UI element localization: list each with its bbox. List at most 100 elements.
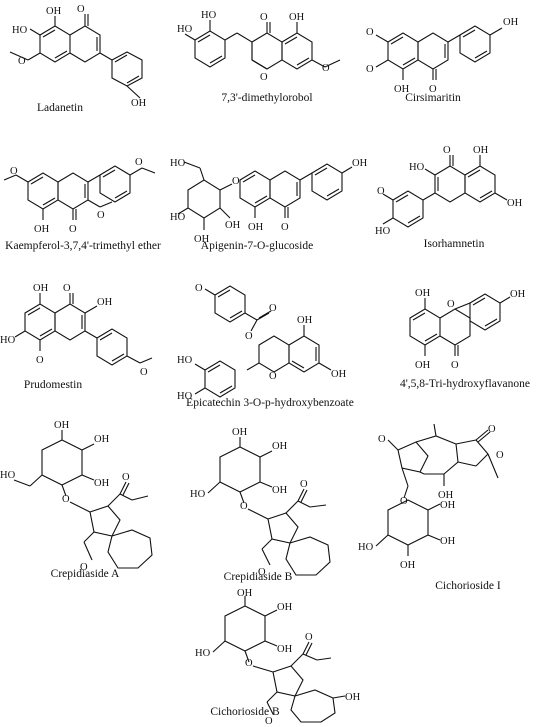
structure-isorhamnetin: O OH HO OH O HO Isorhamnetin (375, 140, 550, 270)
atom-o: O (377, 186, 385, 197)
structure-cichorioside-b: OH OH OH HO O O OH O Cichorioside B (195, 588, 375, 727)
atom-ho: HO (0, 470, 16, 481)
atom-o: O (10, 166, 18, 177)
atom-oh: OH (352, 158, 368, 169)
atom-oh: OH (34, 224, 50, 235)
compound-name: Prudomestin (23, 379, 83, 391)
atom-o: O (63, 283, 71, 294)
prudomestin-drawing: OH O OH HO O O (0, 283, 153, 378)
compound-name: 7,3'-dimethylorobol (221, 92, 313, 104)
trihydroxyflavanone-drawing: OH O OH OH O (409, 288, 526, 371)
atom-o: O (260, 72, 268, 83)
atom-o: O (281, 222, 289, 233)
structure-crepidiaside-a: OH OH OH HO O O O Crepidiaside A (0, 420, 180, 590)
atom-o: O (69, 224, 77, 235)
atom-oh: OH (510, 289, 526, 300)
compound-name: Crepidiaside B (223, 571, 293, 583)
atom-oh: OH (94, 478, 110, 489)
atom-o: O (269, 371, 277, 382)
structure-cichorioside-i: O O O OH O OH OH OH HO Cichorioside I (358, 420, 550, 600)
structure-crepidiaside-b: OH OH OH HO O O O Crepidiaside B (190, 425, 360, 595)
compound-name: Crepidiaside A (50, 568, 120, 580)
atom-oh: OH (232, 427, 248, 438)
compound-name: Kaempferol-3,7,4'-trimethyl ether (5, 240, 161, 252)
atom-oh: OH (33, 283, 49, 294)
crepidiaside-b-drawing: OH OH OH HO O O O (190, 427, 331, 578)
crepidiaside-a-drawing: OH OH OH HO O O O (0, 420, 153, 573)
compound-name: Cichorioside I (435, 580, 501, 592)
atom-oh: OH (194, 234, 210, 245)
compound-name: Epicatechin 3-O-p-hydroxybenzoate (186, 397, 354, 409)
atom-o: O (488, 424, 496, 435)
atom-oh: OH (94, 434, 110, 445)
atom-o: O (366, 64, 374, 75)
atom-o: O (240, 501, 248, 512)
atom-o: O (265, 716, 273, 727)
isorhamnetin-drawing: O OH HO OH O HO (375, 145, 523, 237)
atom-oh: OH (46, 6, 62, 17)
atom-oh: OH (237, 588, 253, 599)
atom-o: O (429, 84, 437, 95)
atom-o: O (260, 12, 268, 23)
structure-ladanetin: O OH HO O OH Ladanetin (0, 0, 180, 120)
atom-ho: HO (177, 391, 193, 402)
compound-name: Cirsimaritin (405, 92, 461, 104)
atom-oh: OH (248, 222, 264, 233)
atom-o: O (451, 360, 459, 371)
compound-name: 4',5,8-Tri-hydroxyflavanone (399, 378, 531, 390)
compound-name: Cichorioside B (210, 706, 280, 718)
structure-dimethylorobol: O OH HO HO O O 7,3'-dimethylorobol (175, 0, 360, 120)
structure-apigenin-glucoside: HO HO OH OH O OH O OH Apigenin-7-O-gluco… (170, 140, 370, 270)
atom-o: O (443, 145, 451, 156)
epicatechin-ester-drawing: O O O OH OH O HO HO (177, 283, 347, 402)
atom-o: O (245, 331, 253, 342)
structure-epicatechin-ester: O O O OH OH O HO HO Epicatechin 3-O-p-hy… (175, 275, 375, 415)
atom-o: O (496, 450, 504, 461)
atom-oh: OH (415, 288, 431, 299)
atom-oh: OH (503, 17, 519, 28)
cirsimaritin-drawing: OH O O OH O (366, 17, 519, 95)
atom-ho: HO (0, 335, 16, 346)
atom-o: O (378, 434, 386, 445)
atom-o: O (195, 283, 203, 294)
atom-ho: HO (201, 10, 217, 21)
atom-oh: OH (297, 315, 313, 326)
atom-o: O (400, 496, 408, 507)
atom-ho: HO (358, 542, 374, 553)
atom-o: O (300, 479, 308, 490)
atom-oh: OH (415, 360, 431, 371)
atom-ho: HO (170, 212, 186, 223)
atom-ho: HO (409, 162, 425, 173)
atom-oh: OH (225, 220, 241, 231)
atom-o: O (447, 299, 455, 310)
atom-oh: OH (54, 420, 70, 431)
structure-trihydroxyflavanone: OH O OH OH O 4',5,8-Tri-hydroxyflavanone (375, 283, 550, 403)
atom-oh: OH (97, 297, 113, 308)
atom-oh: OH (400, 560, 416, 571)
atom-ho: HO (190, 489, 206, 500)
structure-prudomestin: OH O OH HO O O Prudomestin (0, 283, 170, 403)
atom-ho: HO (195, 648, 211, 659)
atom-ho: HO (12, 25, 28, 36)
atom-oh: OH (438, 490, 454, 501)
atom-oh: OH (394, 84, 410, 95)
atom-o: O (77, 4, 85, 15)
atom-oh: OH (272, 485, 288, 496)
dimethylorobol-drawing: O OH HO HO O O (177, 10, 341, 83)
atom-o: O (232, 176, 240, 187)
compound-name: Ladanetin (37, 102, 83, 114)
atom-o: O (245, 658, 253, 669)
atom-oh: OH (272, 441, 288, 452)
atom-ho: HO (170, 158, 186, 169)
atom-o: O (62, 494, 70, 505)
cichorioside-b-drawing: OH OH OH HO O O OH O (195, 588, 361, 727)
atom-o: O (305, 632, 313, 643)
atom-o: O (135, 157, 143, 168)
kaempferol-ether-drawing: O O OH O O (3, 157, 156, 235)
structure-kaempferol-ether: O O OH O O Kaempferol-3,7,4'-trimethyl e… (0, 140, 170, 270)
atom-ho: HO (375, 226, 391, 237)
atom-o: O (122, 472, 130, 483)
atom-oh: OH (507, 198, 523, 209)
atom-o: O (322, 63, 330, 74)
atom-ho: HO (177, 24, 193, 35)
